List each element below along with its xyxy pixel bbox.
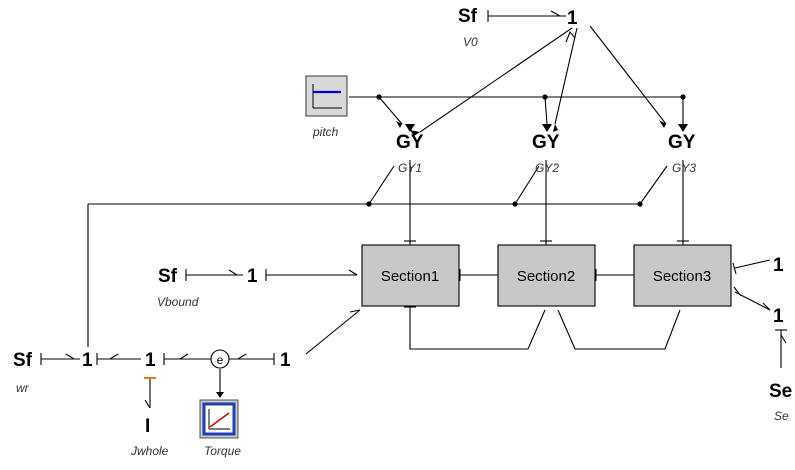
bond-one-gy1	[419, 27, 573, 133]
bond-stroke	[733, 286, 742, 297]
one-junction-right-2[interactable]: 1	[773, 306, 784, 327]
bond-one-gy2	[554, 27, 578, 125]
gy2[interactable]: GY	[532, 132, 560, 153]
bond-half-arrow	[349, 309, 361, 313]
bond-half-arrow	[65, 353, 75, 360]
gy2-label: GY2	[535, 161, 559, 175]
junction-dot	[680, 94, 686, 100]
wr-label: wr	[16, 381, 30, 395]
bond-half-arrow	[348, 269, 358, 276]
section1-box	[361, 244, 460, 307]
arrowhead	[410, 130, 420, 136]
section3-label: Section3	[653, 268, 711, 285]
one-junction-mid[interactable]: 1	[145, 350, 156, 371]
se-element[interactable]: Se	[769, 381, 792, 402]
effort-sensor-symbol: e	[217, 353, 224, 367]
section2-label: Section2	[517, 268, 575, 285]
arrowhead	[396, 121, 402, 128]
bond-half-arrow	[144, 399, 151, 409]
section3-box	[633, 244, 732, 307]
vbound-label: Vbound	[157, 295, 199, 309]
arrowhead	[553, 124, 558, 132]
bond-half-arrow	[179, 353, 189, 360]
bond-half-arrow	[550, 10, 561, 17]
sf-v0[interactable]: Sf	[458, 6, 478, 27]
bond-to-gy1	[368, 165, 395, 205]
gy1[interactable]: GY	[396, 132, 424, 153]
bond-half-arrow	[237, 353, 247, 360]
bond-to-gy2	[514, 165, 540, 205]
bond-one-section1-diag	[305, 309, 361, 355]
sf-wr[interactable]: Sf	[13, 350, 33, 371]
arrowheads	[396, 120, 688, 136]
section2-block[interactable]: Section2	[497, 244, 596, 307]
section1-block[interactable]: Section1	[361, 244, 460, 307]
bond-s3-one-r1	[734, 259, 771, 269]
pitch-source[interactable]	[305, 75, 348, 117]
bond-lines	[40, 10, 787, 409]
gy3-label: GY3	[672, 161, 696, 175]
i-element[interactable]: I	[145, 416, 150, 437]
section3-block[interactable]: Section3	[633, 244, 732, 307]
junction-dot	[542, 94, 548, 100]
pitch-label: pitch	[312, 125, 339, 139]
one-junction-wr[interactable]: 1	[82, 350, 93, 371]
top-junction-connector	[565, 30, 576, 43]
junction-dot	[376, 94, 382, 100]
arrowhead	[542, 124, 552, 132]
gy1-label: GY1	[398, 161, 422, 175]
effort-sensor-circle	[210, 349, 230, 369]
bond-half-arrow	[762, 302, 771, 311]
arrowhead	[678, 124, 688, 132]
section2-box	[497, 244, 596, 307]
arrowhead	[405, 124, 415, 132]
sf-vbound[interactable]: Sf	[158, 266, 178, 287]
bond-half-arrow	[780, 334, 787, 344]
loop-s1-s2	[409, 307, 546, 350]
se-label: Se	[774, 409, 789, 423]
loop-s2-s3	[557, 309, 681, 350]
torque-label: Torque	[204, 444, 241, 458]
one-junction-vbound[interactable]: 1	[247, 266, 258, 287]
gy3[interactable]: GY	[668, 132, 696, 153]
one-junction-torque[interactable]: 1	[280, 350, 291, 371]
arrowhead	[216, 392, 224, 398]
pitch-source-frame	[305, 75, 348, 117]
arrowhead	[659, 120, 666, 128]
bond-half-arrow	[109, 353, 119, 360]
bond-one-gy3	[589, 25, 667, 125]
one-junction-right-1[interactable]: 1	[773, 255, 784, 276]
bond-stroke	[732, 262, 737, 275]
bond-half-arrow	[228, 269, 238, 276]
one-junction-top[interactable]: 1	[567, 8, 578, 29]
effort-sensor[interactable]: e	[210, 349, 230, 369]
signal-to-gy2	[544, 96, 548, 125]
step-signal-icon	[312, 84, 342, 109]
torque-plot-trace	[209, 412, 230, 428]
bond-to-gy3	[639, 165, 668, 205]
plot-monitor-icon[interactable]	[199, 399, 239, 439]
jwhole-label: Jwhole	[130, 444, 169, 458]
section1-label: Section1	[381, 268, 439, 285]
v0-label: V0	[463, 35, 478, 49]
signal-to-gy1	[378, 96, 403, 125]
